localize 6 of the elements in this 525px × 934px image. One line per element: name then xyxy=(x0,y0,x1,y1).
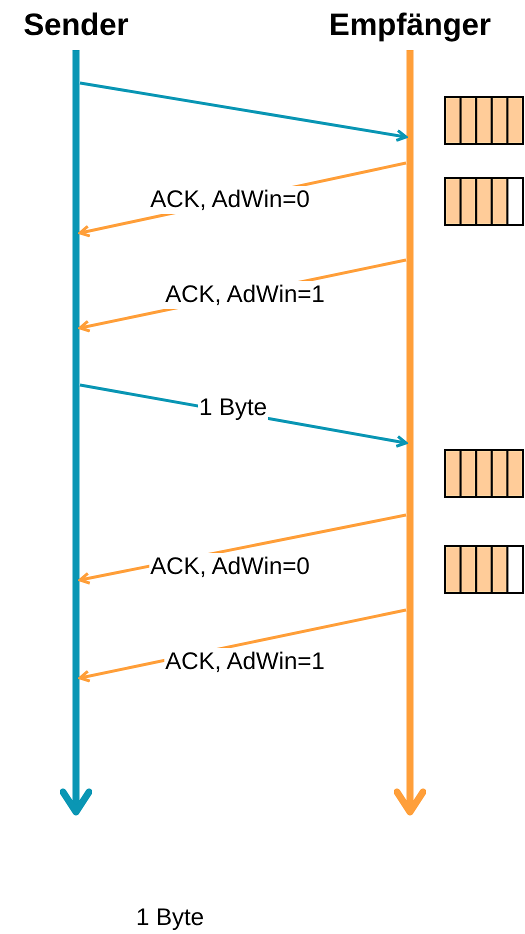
lifeline-title: Sender xyxy=(22,6,130,44)
edge-label: ACK, AdWin=1 xyxy=(164,281,326,309)
note-text: 1 Byte xyxy=(136,904,204,932)
lifeline-title: Empfänger xyxy=(328,6,492,44)
message-arrow xyxy=(80,82,408,142)
edge-label: ACK, AdWin=0 xyxy=(149,186,311,214)
